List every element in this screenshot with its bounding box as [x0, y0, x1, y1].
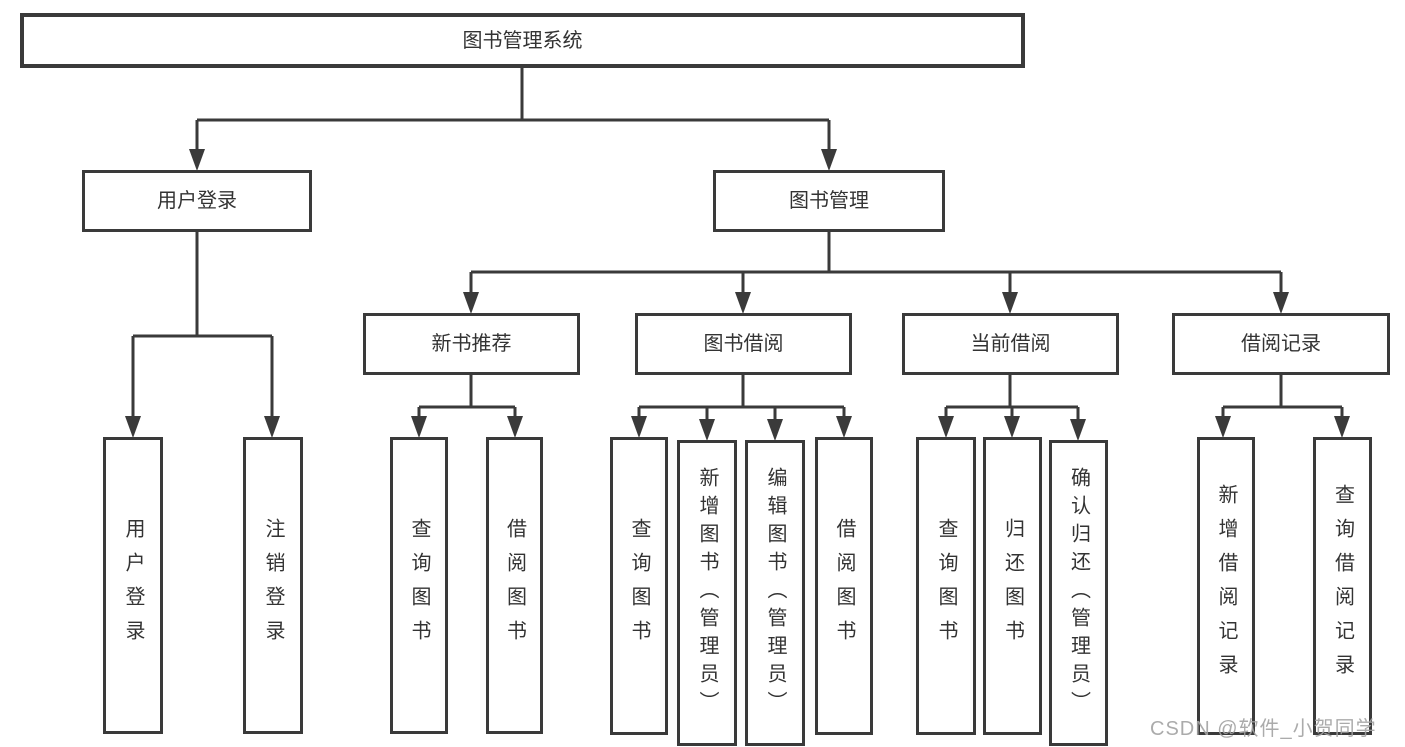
leaf-records-add-record: 新增借阅记录 [1197, 437, 1255, 735]
leaf-current-return-book: 归还图书 [983, 437, 1042, 735]
leaf-borrow-borrow-book: 借阅图书 [815, 437, 873, 735]
node-new-book-recommend-label: 新书推荐 [431, 333, 512, 355]
leaf-recommend-query-book-label: 查询图书 [408, 517, 430, 654]
leaf-records-add-record-label: 新增借阅记录 [1215, 484, 1237, 688]
leaf-current-return-book-label: 归还图书 [1001, 518, 1024, 654]
node-book-borrow: 图书借阅 [635, 313, 852, 375]
node-book-management: 图书管理 [713, 170, 945, 232]
node-root-label: 图书管理系统 [462, 29, 583, 52]
leaf-current-query-book-label: 查询图书 [935, 518, 957, 654]
leaf-borrow-edit-book-admin: 编辑图书（管理员） [745, 440, 805, 746]
leaf-borrow-query-book: 查询图书 [610, 437, 668, 735]
node-current-borrow: 当前借阅 [902, 313, 1119, 375]
node-user-login: 用户登录 [82, 170, 312, 232]
node-new-book-recommend: 新书推荐 [363, 313, 580, 375]
leaf-recommend-borrow-book-label: 借阅图书 [503, 517, 526, 654]
leaf-current-query-book: 查询图书 [916, 437, 976, 735]
node-book-management-label: 图书管理 [789, 190, 869, 212]
leaf-recommend-borrow-book: 借阅图书 [486, 437, 543, 734]
node-user-login-label: 用户登录 [157, 190, 237, 212]
node-borrow-records-label: 借阅记录 [1241, 333, 1321, 355]
leaf-user-login: 用户登录 [103, 437, 163, 734]
leaf-user-login-label: 用户登录 [122, 517, 144, 654]
leaf-borrow-query-book-label: 查询图书 [628, 518, 650, 654]
leaf-current-confirm-return-admin: 确认归还（管理员） [1049, 440, 1108, 746]
leaf-recommend-query-book: 查询图书 [390, 437, 448, 734]
leaf-records-query-record-label: 查询借阅记录 [1331, 484, 1354, 688]
leaf-borrow-borrow-book-label: 借阅图书 [833, 518, 855, 654]
leaf-current-confirm-return-admin-label: 确认归还（管理员） [1067, 467, 1090, 719]
leaf-records-query-record: 查询借阅记录 [1313, 437, 1372, 735]
leaf-logout: 注销登录 [243, 437, 303, 734]
leaf-logout-label: 注销登录 [262, 517, 284, 654]
node-current-borrow-label: 当前借阅 [970, 333, 1051, 355]
leaf-borrow-add-book-admin-label: 新增图书（管理员） [696, 467, 718, 719]
leaf-borrow-add-book-admin: 新增图书（管理员） [677, 440, 737, 746]
node-borrow-records: 借阅记录 [1172, 313, 1390, 375]
node-book-borrow-label: 图书借阅 [703, 333, 784, 355]
leaf-borrow-edit-book-admin-label: 编辑图书（管理员） [764, 467, 786, 719]
node-root: 图书管理系统 [20, 13, 1025, 68]
csdn-watermark: CSDN @软件_小贺同学 [1150, 718, 1377, 740]
